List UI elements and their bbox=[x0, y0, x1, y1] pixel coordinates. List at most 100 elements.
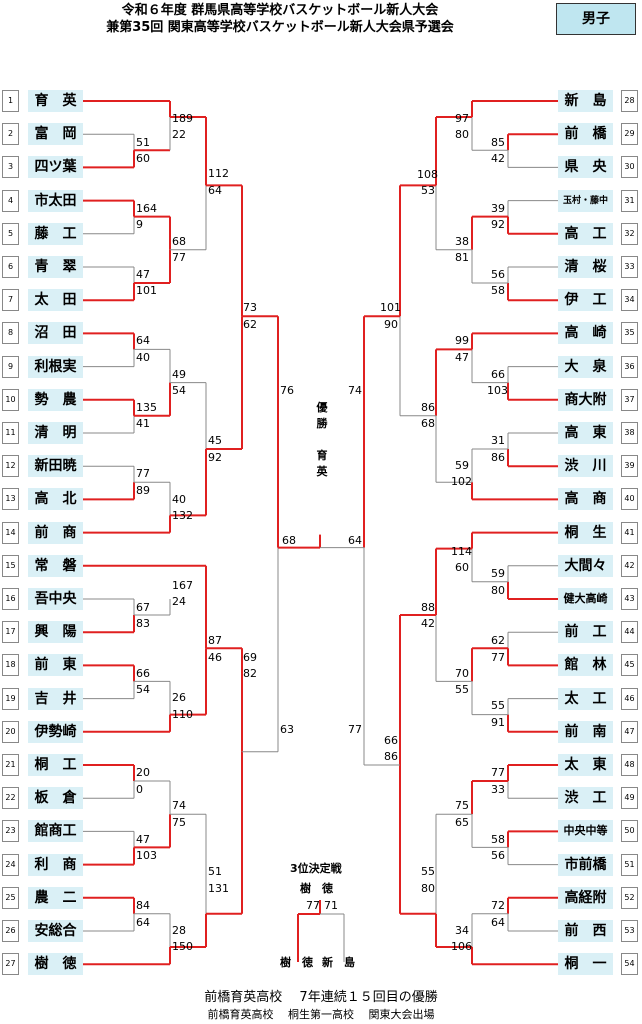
team-number: 28 bbox=[621, 90, 638, 112]
team-name: 新 島 bbox=[558, 90, 613, 112]
team-number: 9 bbox=[2, 355, 19, 378]
score: 40 bbox=[172, 493, 186, 506]
team-number: 21 bbox=[2, 754, 19, 776]
score: 114 bbox=[451, 545, 472, 558]
team-name: 高 東 bbox=[558, 422, 613, 444]
team-number: 44 bbox=[621, 621, 638, 644]
team-name: 商大附 bbox=[558, 388, 613, 411]
footer-line-1: 前橋育英高校 7年連続１５回目の優勝 bbox=[204, 990, 438, 1005]
score: 34 bbox=[455, 924, 469, 937]
champion-team-1: 育 bbox=[316, 449, 328, 462]
team-number: 45 bbox=[621, 654, 638, 677]
team-number: 13 bbox=[2, 488, 19, 511]
team-number: 49 bbox=[621, 787, 638, 810]
score: 102 bbox=[451, 475, 472, 488]
score: 91 bbox=[491, 716, 505, 729]
team-number: 34 bbox=[621, 289, 638, 312]
third-place-team-right: 新 島 bbox=[322, 956, 355, 969]
team-name: 市太田 bbox=[28, 189, 83, 212]
score: 42 bbox=[421, 617, 435, 630]
team-number: 15 bbox=[2, 554, 19, 577]
team-name: 藤 工 bbox=[28, 222, 83, 245]
team-number: 36 bbox=[621, 355, 638, 378]
team-name: 高 工 bbox=[558, 222, 613, 245]
score: 112 bbox=[208, 167, 229, 180]
team-number: 37 bbox=[621, 388, 638, 411]
team-name: 興 陽 bbox=[28, 621, 83, 644]
score: 47 bbox=[136, 833, 150, 846]
score: 92 bbox=[491, 218, 505, 231]
score: 84 bbox=[136, 899, 150, 912]
score: 103 bbox=[487, 384, 508, 397]
score: 28 bbox=[172, 924, 186, 937]
team-number: 40 bbox=[621, 488, 638, 511]
champion-label-2: 勝 bbox=[316, 417, 328, 430]
score: 60 bbox=[455, 561, 469, 574]
score: 87 bbox=[208, 634, 222, 647]
team-name: 前 商 bbox=[28, 521, 83, 544]
score: 58 bbox=[491, 833, 505, 846]
team-number: 31 bbox=[621, 189, 638, 212]
team-name: 高 商 bbox=[558, 488, 613, 511]
team-number: 52 bbox=[621, 886, 638, 909]
team-number: 46 bbox=[621, 687, 638, 710]
score: 68 bbox=[282, 534, 296, 547]
team-name: 高経附 bbox=[558, 886, 613, 909]
team-number: 41 bbox=[621, 521, 638, 544]
team-number: 39 bbox=[621, 455, 638, 478]
team-number: 48 bbox=[621, 754, 638, 776]
team-number: 23 bbox=[2, 820, 19, 843]
score: 77 bbox=[491, 651, 505, 664]
footer-line-2: 前橋育英高校 桐生第一高校 関東大会出場 bbox=[207, 1008, 435, 1021]
score: 66 bbox=[384, 734, 398, 747]
team-name: 板 倉 bbox=[28, 787, 83, 810]
score: 76 bbox=[280, 384, 294, 397]
team-number: 17 bbox=[2, 621, 19, 644]
team-name: 前 東 bbox=[28, 654, 83, 677]
team-number: 25 bbox=[2, 886, 19, 909]
team-name: 太 田 bbox=[28, 289, 83, 312]
third-place-score-left: 77 bbox=[306, 899, 320, 912]
score: 74 bbox=[348, 384, 362, 397]
third-place-winner: 樹 徳 bbox=[300, 882, 333, 895]
score: 62 bbox=[491, 634, 505, 647]
team-name: 大 泉 bbox=[558, 355, 613, 378]
team-number: 1 bbox=[2, 90, 19, 112]
team-name: 渋 川 bbox=[558, 455, 613, 478]
team-name: 新田暁 bbox=[28, 455, 83, 478]
score: 53 bbox=[421, 184, 435, 197]
team-number: 6 bbox=[2, 256, 19, 278]
score: 77 bbox=[491, 766, 505, 779]
score: 64 bbox=[491, 916, 505, 929]
team-number: 5 bbox=[2, 222, 19, 245]
score: 39 bbox=[491, 202, 505, 215]
score: 41 bbox=[136, 417, 150, 430]
score: 110 bbox=[172, 708, 193, 721]
team-number: 14 bbox=[2, 521, 19, 544]
category-badge: 男子 bbox=[556, 3, 636, 35]
score: 80 bbox=[421, 882, 435, 895]
score: 132 bbox=[172, 509, 193, 522]
score: 75 bbox=[172, 816, 186, 829]
score: 80 bbox=[491, 584, 505, 597]
team-name: 利根実 bbox=[28, 355, 83, 378]
team-number: 12 bbox=[2, 455, 19, 478]
team-name: 中央中等 bbox=[558, 820, 613, 843]
team-name: 育 英 bbox=[28, 90, 83, 112]
team-name: 清 明 bbox=[28, 422, 83, 444]
score: 64 bbox=[208, 184, 222, 197]
champion-label-1: 優 bbox=[316, 401, 328, 414]
score: 97 bbox=[455, 112, 469, 125]
score: 85 bbox=[491, 136, 505, 149]
score: 26 bbox=[172, 691, 186, 704]
team-name: 農 二 bbox=[28, 886, 83, 909]
score: 54 bbox=[136, 683, 150, 696]
team-number: 53 bbox=[621, 920, 638, 942]
team-name: 伊 工 bbox=[558, 289, 613, 312]
third-place-score-right: 71 bbox=[324, 899, 338, 912]
team-name: 桐 工 bbox=[28, 754, 83, 776]
team-number: 3 bbox=[2, 156, 19, 179]
team-name: 清 桜 bbox=[558, 256, 613, 278]
team-number: 42 bbox=[621, 554, 638, 577]
team-name: 玉村・藤中 bbox=[558, 189, 613, 212]
